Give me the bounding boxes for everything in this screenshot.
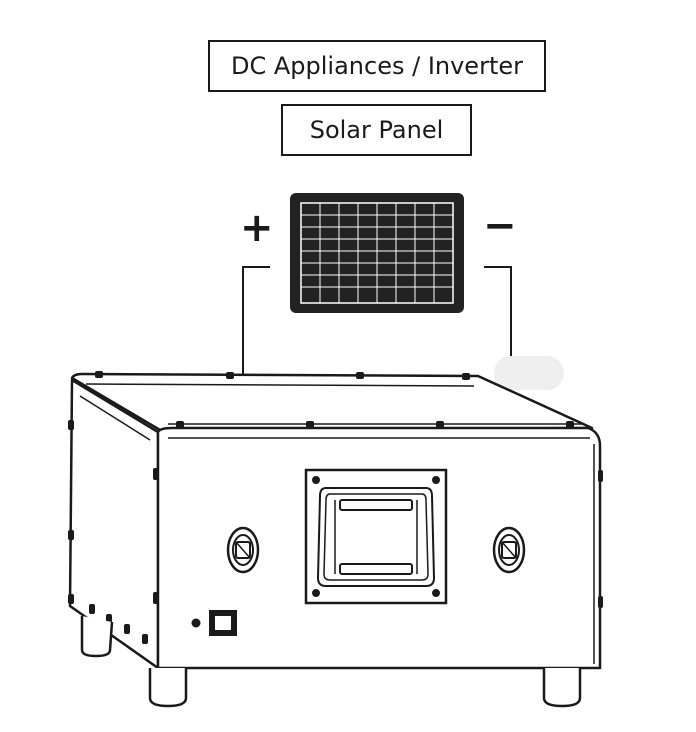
solar-panel-icon (290, 193, 464, 313)
top-clips (95, 371, 574, 428)
positive-terminal-port (226, 526, 260, 574)
dc-appliances-inverter-label: DC Appliances / Inverter (208, 40, 546, 92)
positive-terminal-sign: + (240, 205, 274, 251)
indicator-light-icon (191, 618, 201, 628)
power-switch (209, 610, 237, 636)
solar-panel-label: Solar Panel (281, 104, 472, 156)
feet (80, 616, 582, 708)
watermark-pill (494, 356, 564, 390)
negative-terminal-sign: − (483, 203, 517, 249)
negative-terminal-port (492, 526, 526, 574)
front-handle (304, 468, 448, 605)
